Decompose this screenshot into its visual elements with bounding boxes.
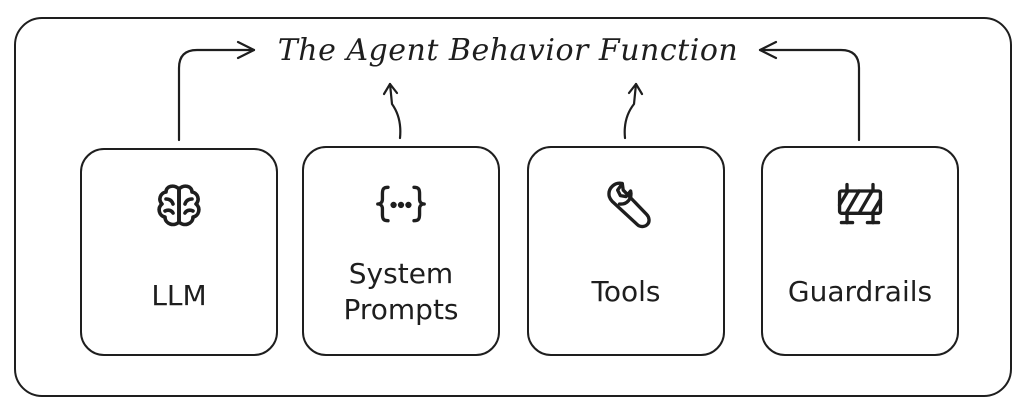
component-label-guardrails: Guardrails (787, 275, 933, 308)
component-label-tools: Tools (591, 275, 661, 308)
diagram-title: The Agent Behavior Function (277, 32, 739, 68)
component-label-system-prompts: System Prompts (343, 257, 459, 326)
wrench-icon (600, 178, 652, 230)
component-tools: Tools (527, 146, 725, 356)
barrier-icon (834, 178, 886, 230)
diagram-frame (14, 17, 1012, 397)
component-llm: LLM (80, 148, 278, 356)
brain-icon (153, 180, 205, 232)
component-guardrails: Guardrails (761, 146, 959, 356)
curly-braces-icon (375, 178, 427, 230)
component-label-llm: LLM (151, 279, 207, 312)
component-system-prompts: System Prompts (302, 146, 500, 356)
